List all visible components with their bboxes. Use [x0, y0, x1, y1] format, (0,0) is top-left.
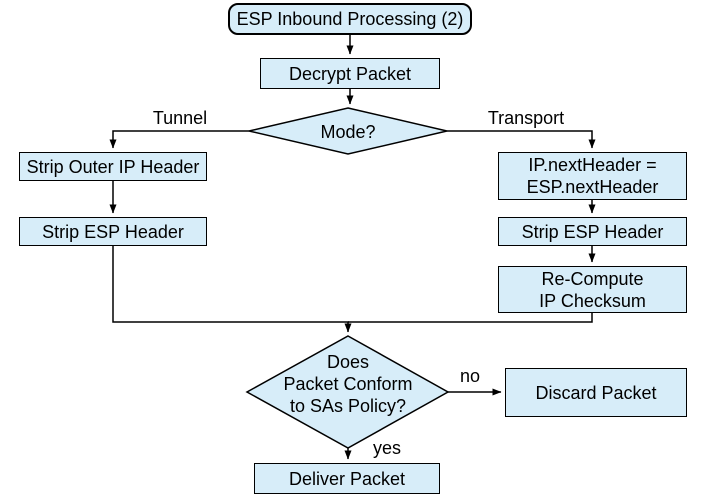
edge-group	[109, 35, 596, 460]
branch-label-transport: Transport	[487, 108, 565, 128]
mode-decision-diamond	[248, 107, 448, 155]
node-deliver-packet: Deliver Packet	[254, 463, 440, 494]
branch-label-tunnel: Tunnel	[152, 108, 208, 128]
node-ip-nextheader: IP.nextHeader = ESP.nextHeader	[498, 152, 687, 200]
edge-mode-transport	[447, 130, 596, 149]
branch-label-yes: yes	[372, 438, 401, 458]
node-discard-packet: Discard Packet	[505, 368, 687, 417]
node-strip-esp-header-left: Strip ESP Header	[19, 217, 207, 246]
node-title: ESP Inbound Processing (2)	[228, 3, 472, 35]
edge-mode-tunnel	[109, 130, 249, 149]
edge-right-merge	[348, 313, 593, 323]
node-recompute-ip-checksum: Re-Compute IP Checksum	[498, 266, 687, 313]
policy-decision-diamond	[245, 335, 450, 449]
policy-decision-label: Does Packet Conform to SAs Policy?	[283, 352, 413, 416]
node-strip-esp-header-right: Strip ESP Header	[498, 217, 687, 246]
branch-label-no: no	[459, 366, 481, 386]
edge-left-merge	[112, 246, 349, 323]
node-strip-outer-ip-header: Strip Outer IP Header	[19, 152, 207, 181]
node-decrypt-packet: Decrypt Packet	[260, 58, 440, 89]
mode-decision-label: Mode?	[320, 122, 376, 142]
